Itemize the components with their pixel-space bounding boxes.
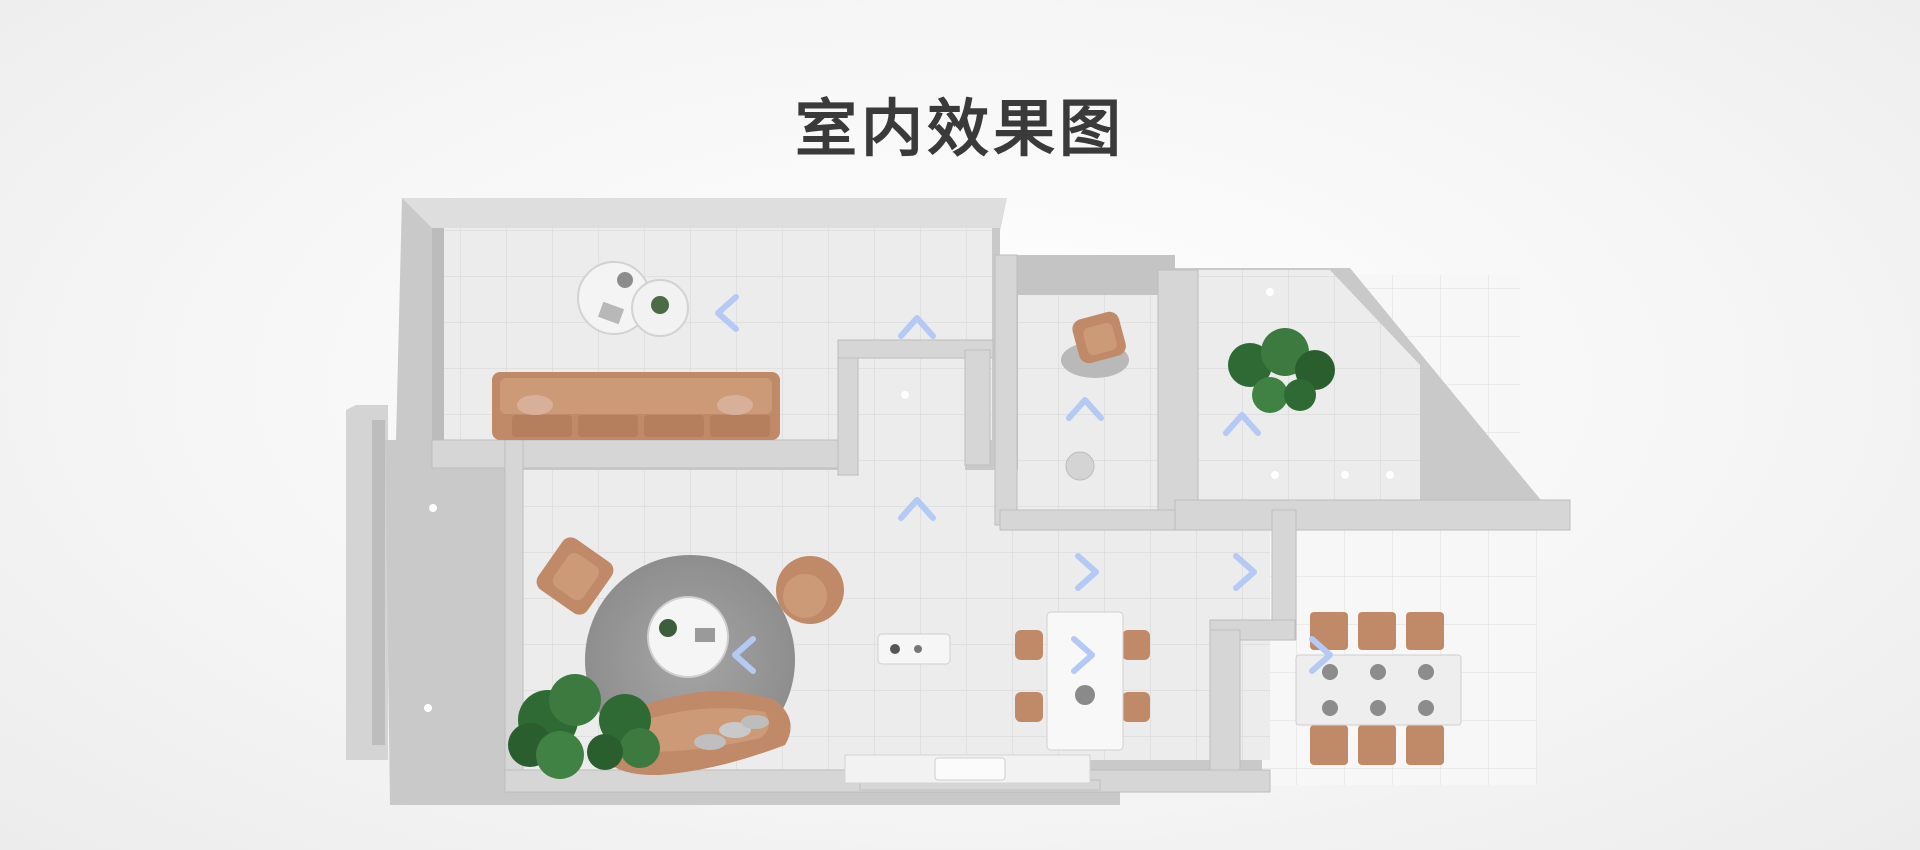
- airflow-arrow-icon: [715, 294, 1333, 674]
- potted-plant-icon: [508, 674, 660, 779]
- outdoor-dining: [1295, 612, 1462, 765]
- ceiling-lights: [424, 288, 1394, 712]
- coffee-table-center: [647, 596, 729, 678]
- dining-table: [1015, 611, 1150, 751]
- kitchen-counter: [844, 754, 1091, 784]
- armchair-left: [536, 537, 614, 615]
- armchair-round: [776, 556, 844, 624]
- potted-plant-room: [1228, 328, 1335, 413]
- coffee-tables-upper: [577, 261, 689, 337]
- media-console: [877, 633, 951, 665]
- armchair-room: [1061, 311, 1129, 481]
- sofa-upper: [492, 372, 780, 440]
- page-title: 室内效果图: [794, 92, 1125, 165]
